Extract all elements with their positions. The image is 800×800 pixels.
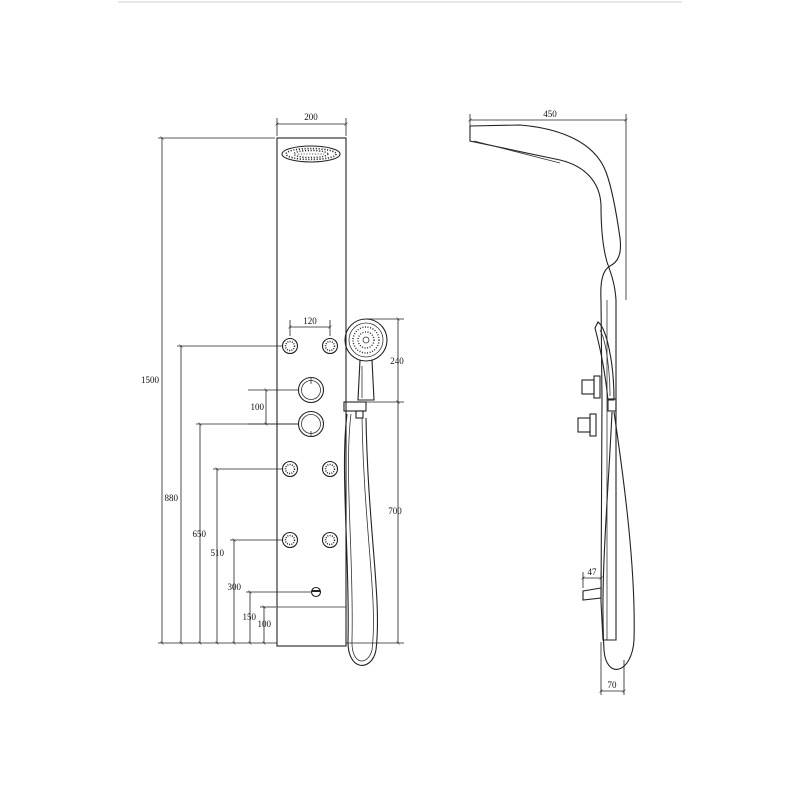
spout-side-icon bbox=[582, 587, 602, 601]
dim-label-650: 650 bbox=[193, 529, 207, 539]
dim-holder-height-700: 700 bbox=[346, 400, 404, 645]
dim-label-width: 200 bbox=[304, 112, 318, 122]
tub-spout-icon bbox=[310, 586, 322, 598]
body-jet-icon bbox=[321, 337, 339, 355]
body-jet-icon bbox=[281, 337, 299, 355]
dim-width-200: 200 bbox=[275, 112, 348, 136]
dim-label-150: 150 bbox=[243, 612, 257, 622]
dim-label-100: 100 bbox=[258, 619, 272, 629]
dim-height-880: 880 bbox=[165, 344, 282, 645]
hand-shower-icon bbox=[343, 318, 388, 419]
hose-icon bbox=[343, 413, 379, 666]
dim-bottom-depth-70: 70 bbox=[599, 642, 626, 695]
dim-height-150: 150 bbox=[243, 590, 311, 645]
hose-side-icon bbox=[602, 411, 635, 670]
dim-height-100: 100 bbox=[258, 605, 276, 645]
hand-shower-side-icon bbox=[594, 321, 617, 412]
front-view: 200 1500 120 880 100 bbox=[141, 112, 404, 666]
dim-label-spout: 47 bbox=[588, 567, 598, 577]
side-view: 450 47 70 bbox=[468, 109, 635, 695]
body-jet-icon bbox=[281, 531, 299, 549]
dim-depth-450: 450 bbox=[468, 109, 628, 300]
dim-label-700: 700 bbox=[388, 506, 402, 516]
front-panel-body bbox=[276, 137, 347, 647]
dim-label-handshower: 240 bbox=[390, 356, 404, 366]
dim-label-880: 880 bbox=[165, 493, 179, 503]
body-jet-icon bbox=[321, 460, 339, 478]
dim-label-depth: 450 bbox=[543, 109, 557, 119]
thermostat-knob-icon bbox=[297, 410, 325, 438]
dim-spout-47: 47 bbox=[581, 567, 603, 588]
dim-label-knob-spacing: 100 bbox=[251, 402, 265, 412]
side-panel-outline bbox=[469, 124, 622, 641]
dim-total-height-1500: 1500 bbox=[141, 136, 275, 645]
dim-jet-spacing-120: 120 bbox=[288, 316, 332, 336]
dim-height-650: 650 bbox=[193, 422, 298, 645]
dim-label-510: 510 bbox=[211, 548, 225, 558]
body-jet-icon bbox=[281, 460, 299, 478]
dim-label-300: 300 bbox=[228, 582, 242, 592]
dim-label-bottom-depth: 70 bbox=[608, 680, 618, 690]
diverter-knob-icon bbox=[297, 376, 325, 404]
dim-height-300: 300 bbox=[228, 538, 282, 645]
dim-label-total-height: 1500 bbox=[141, 375, 160, 385]
knob-side-icon bbox=[581, 375, 601, 399]
body-jet-icon bbox=[321, 531, 339, 549]
dim-height-510: 510 bbox=[211, 467, 282, 645]
rain-shower-head-icon bbox=[281, 145, 341, 163]
dim-label-jet-spacing: 120 bbox=[303, 316, 317, 326]
knob-side-icon bbox=[577, 413, 597, 437]
dim-knob-spacing-100: 100 bbox=[248, 388, 298, 426]
